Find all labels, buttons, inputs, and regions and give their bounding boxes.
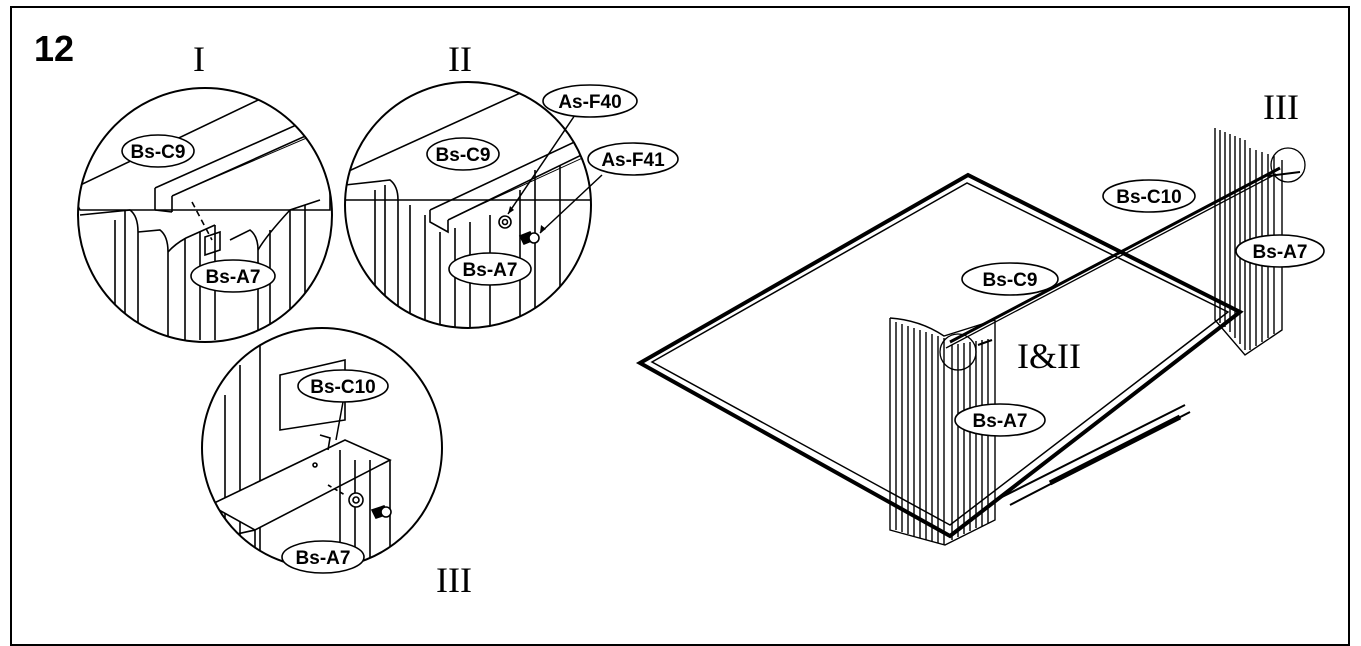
detail-label-ii: II [448,39,472,79]
callout-d2-f40: As-F40 [542,84,638,118]
svg-text:As-F41: As-F41 [601,150,665,171]
detail-label-i: I [193,39,205,79]
callout-d2-a7: Bs-A7 [448,252,532,286]
main-label-i-ii: I&II [1017,336,1081,376]
callout-d3-c10: Bs-C10 [297,369,389,403]
callout-main-c9: Bs-C9 [961,262,1059,296]
detail-label-iii: III [436,560,472,600]
svg-text:Bs-C10: Bs-C10 [310,377,375,398]
callout-d2-f41: As-F41 [587,142,679,176]
svg-text:Bs-C10: Bs-C10 [1116,187,1181,208]
callout-d1-c9: Bs-C9 [121,134,195,168]
step-number: 12 [34,28,75,69]
svg-text:Bs-C9: Bs-C9 [436,145,491,166]
callout-d3-a7: Bs-A7 [281,540,365,574]
callout-d1-a7: Bs-A7 [190,259,276,293]
main-assembly [635,128,1306,546]
callout-main-a7-right: Bs-A7 [1235,234,1325,268]
main-label-iii: III [1263,87,1299,127]
callout-d2-c9: Bs-C9 [426,137,500,171]
svg-text:Bs-A7: Bs-A7 [973,411,1028,432]
assembly-diagram: Bs-C9 Bs-A7 Bs-C9 As-F40 As-F41 Bs-A7 Bs… [77,81,1325,574]
svg-text:Bs-C9: Bs-C9 [131,142,186,163]
svg-text:Bs-A7: Bs-A7 [1253,242,1308,263]
callout-main-a7-front: Bs-A7 [954,403,1046,437]
svg-text:Bs-C9: Bs-C9 [983,270,1038,291]
svg-text:Bs-A7: Bs-A7 [206,267,261,288]
front-wall-panels [889,317,996,546]
detail-circle-i [77,87,333,343]
svg-text:Bs-A7: Bs-A7 [296,548,351,569]
callout-main-c10: Bs-C10 [1102,179,1196,213]
svg-text:Bs-A7: Bs-A7 [463,260,518,281]
svg-text:As-F40: As-F40 [558,92,621,113]
